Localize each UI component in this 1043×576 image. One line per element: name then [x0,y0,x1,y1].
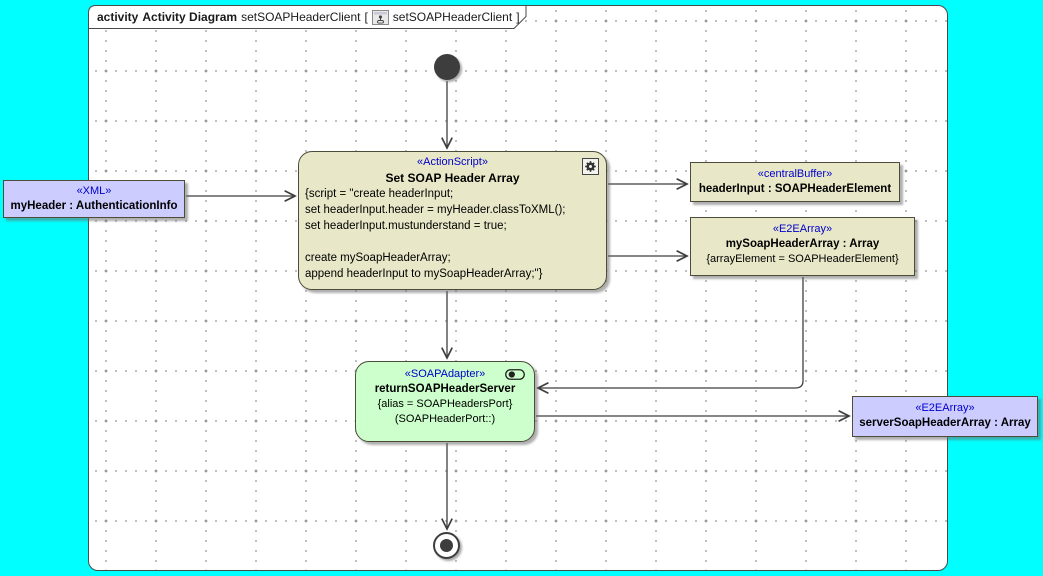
e2earray-node-serversoapheaderarray[interactable]: «E2EArray» serverSoapHeaderArray : Array [852,396,1038,437]
script-line: create mySoapHeaderArray; [305,252,451,264]
frame-tab [88,5,527,29]
script-line [305,234,606,250]
tab-keyword: activity [97,10,139,24]
activity-final-node-dot [440,539,453,552]
xml-name: myHeader : AuthenticationInfo [10,200,178,212]
buffer-stereotype: «centralBuffer» [757,168,833,180]
server-stereotype: «E2EArray» [915,402,975,414]
toggle-pill-icon [505,369,525,380]
array-name: mySoapHeaderArray : Array [725,238,880,250]
script-line: set headerInput.mustunderstand = true; [305,220,507,232]
e2earray-node-mysoapheaderarray[interactable]: «E2EArray» mySoapHeaderArray : Array {ar… [690,217,915,276]
adapter-name: returnSOAPHeaderServer [374,383,516,395]
tab-ref-name: setSOAPHeaderClient [392,10,513,24]
server-name: serverSoapHeaderArray : Array [859,417,1031,429]
tab-diagram-name: setSOAPHeaderClient [241,10,361,24]
buffer-name: headerInput : SOAPHeaderElement [698,183,892,195]
action-name: Set SOAP Header Array [385,171,520,185]
action-node-returnsoapheaderserver[interactable]: «SOAPAdapter» returnSOAPHeaderServer {al… [355,361,535,442]
adapter-port: (SOAPHeaderPort::) [394,413,496,425]
action-node-set-soap-header-array[interactable]: «ActionScript» Set SOAP Header Array {sc… [298,151,607,290]
script-line: append headerInput to mySoapHeaderArray;… [305,268,543,280]
activity-final-node[interactable] [433,532,460,559]
adapter-stereotype: «SOAPAdapter» [404,368,486,380]
script-line: set headerInput.header = myHeader.classT… [305,204,566,216]
object-node-myheader[interactable]: «XML» myHeader : AuthenticationInfo [3,180,185,218]
activity-diagram-icon [371,9,389,25]
tab-bracket-close: ] [516,10,520,24]
array-stereotype: «E2EArray» [772,223,833,235]
frame-tab-label: activity Activity Diagram setSOAPHeaderC… [97,9,520,25]
edge-mysoapheaderarray-to-adapter[interactable] [538,277,804,388]
script-line: {script = "create headerInput; [305,188,454,200]
central-buffer-node-headerinput[interactable]: «centralBuffer» headerInput : SOAPHeader… [690,162,900,202]
initial-node[interactable] [434,54,460,80]
tab-bracket-open: [ [364,10,368,24]
xml-stereotype: «XML» [76,185,112,197]
action-script-body: {script = "create headerInput; set heade… [299,186,606,282]
array-constraint: {arrayElement = SOAPHeaderElement} [706,253,899,265]
tab-diagram-type: Activity Diagram [142,10,238,24]
action-stereotype: «ActionScript» [417,156,488,168]
adapter-constraint: {alias = SOAPHeadersPort} [377,398,513,410]
gear-icon[interactable] [582,158,599,175]
